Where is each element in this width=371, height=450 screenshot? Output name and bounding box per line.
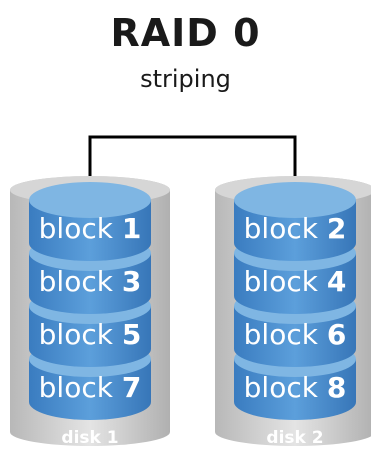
disk-label: disk 2 <box>266 428 323 448</box>
block-number: 5 <box>122 318 141 351</box>
block-word: block <box>39 318 122 351</box>
connector-line <box>88 135 297 190</box>
block-label: block 5 <box>39 318 142 351</box>
disk-label: disk 1 <box>61 428 118 448</box>
block-word: block <box>244 265 327 298</box>
block-label: block 1 <box>39 212 142 245</box>
block-top <box>234 182 356 218</box>
block-label: block 6 <box>244 318 347 351</box>
block-number: 2 <box>327 212 346 245</box>
block-word: block <box>244 212 327 245</box>
block-label: block 2 <box>244 212 347 245</box>
block-word: block <box>39 265 122 298</box>
block-label: block 3 <box>39 265 142 298</box>
block-word: block <box>244 318 327 351</box>
block-number: 7 <box>122 371 141 404</box>
block-number: 1 <box>122 212 141 245</box>
block-top <box>29 182 151 218</box>
diagram-subtitle: striping <box>140 65 231 93</box>
block-word: block <box>39 212 122 245</box>
diagram-title: RAID 0 <box>110 11 261 55</box>
block-number: 6 <box>327 318 346 351</box>
block-number: 4 <box>327 265 346 298</box>
block-number: 3 <box>122 265 141 298</box>
block-label: block 7 <box>39 371 142 404</box>
block-word: block <box>39 371 122 404</box>
block-number: 8 <box>327 371 346 404</box>
block-word: block <box>244 371 327 404</box>
block-label: block 4 <box>244 265 347 298</box>
block-label: block 8 <box>244 371 347 404</box>
